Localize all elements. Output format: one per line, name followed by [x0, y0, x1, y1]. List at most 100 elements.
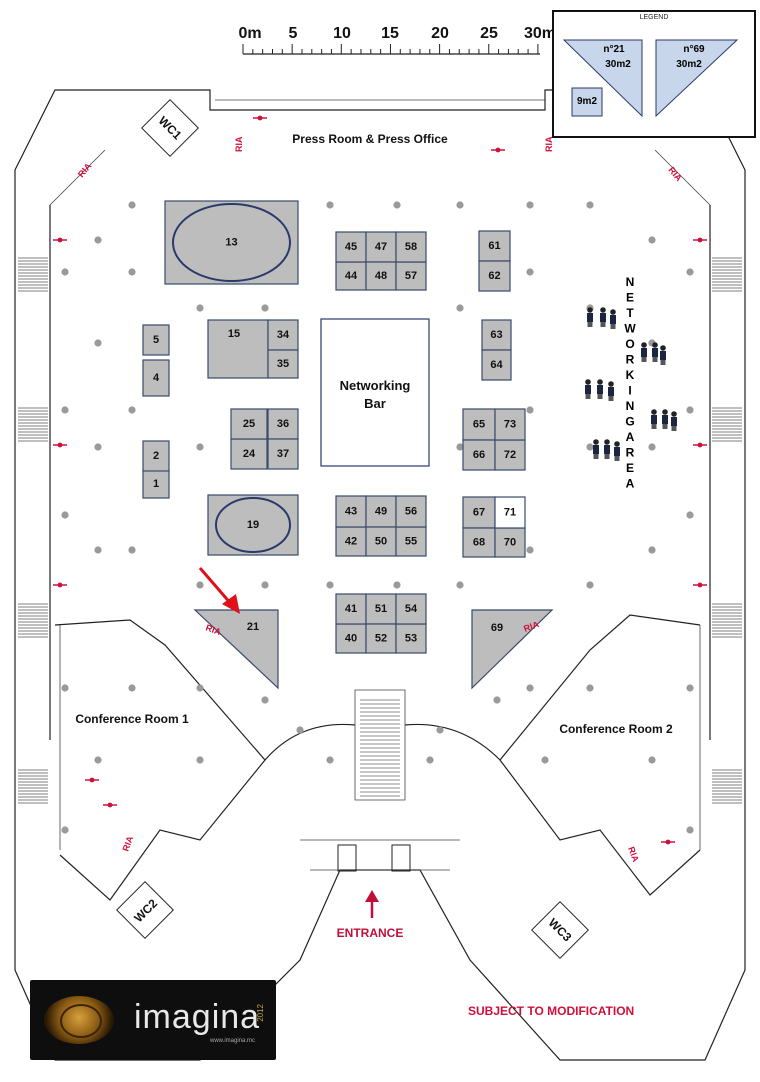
networking-area-letter: E: [626, 461, 634, 475]
booth-63: 63: [481, 319, 512, 351]
networking-area-letter: A: [626, 430, 635, 444]
networking-area-letter: N: [626, 399, 635, 413]
booth-21-label: 21: [247, 621, 259, 633]
networking-area-letter: K: [626, 368, 635, 382]
booth-71: 71: [494, 496, 526, 529]
booth-5: 5: [142, 324, 170, 356]
booth-45: 45: [335, 231, 367, 263]
logo-url: www.imagina.mc: [210, 1038, 256, 1044]
booth-45-label: 45: [345, 241, 357, 253]
ria-label: RIA: [666, 165, 684, 184]
booth-54: 54: [395, 593, 427, 625]
logo-year: 2012: [256, 1004, 265, 1022]
booth-52-label: 52: [375, 632, 387, 644]
booth-40-label: 40: [345, 632, 357, 644]
booth-70-label: 70: [504, 536, 516, 548]
booth-42-label: 42: [345, 535, 357, 547]
booth-52: 52: [365, 623, 397, 654]
booth-50-label: 50: [375, 535, 387, 547]
legend-9m2-label: 9m2: [577, 96, 597, 107]
booth-19-label: 19: [247, 519, 259, 531]
booth-57-label: 57: [405, 270, 417, 282]
restroom-wc1: WC1: [141, 99, 199, 157]
networking-bar: Networking Bar: [320, 318, 430, 467]
booth-13-label: 13: [225, 236, 237, 248]
legend-n69-area: 30m2: [676, 59, 702, 70]
scale-tick-30: 30m: [524, 25, 556, 42]
building-outline: [14, 89, 746, 1061]
booth-48-label: 48: [375, 270, 387, 282]
booth-47-label: 47: [375, 241, 387, 253]
networking-area-letter: R: [626, 353, 635, 367]
networking-bar-line2: Bar: [364, 396, 386, 411]
legend-shapes: n°21 30m2 n°69 30m2 9m2: [562, 39, 739, 118]
booth-68-label: 68: [473, 536, 485, 548]
booth-70: 70: [494, 527, 526, 558]
booth-24: 24: [230, 438, 268, 470]
press-room-label: Press Room & Press Office: [292, 132, 448, 146]
booth-4-label: 4: [153, 372, 160, 384]
logo-ring-icon: [60, 1004, 102, 1038]
legend-n69-label: n°69: [683, 44, 705, 55]
booth-65-label: 65: [473, 418, 485, 430]
booth-43-label: 43: [345, 505, 357, 517]
svg-text:WC3: WC3: [546, 916, 575, 945]
booth-49-label: 49: [375, 505, 387, 517]
booth-67: 67: [462, 496, 496, 529]
booth-40: 40: [335, 623, 367, 654]
ria-label: RIA: [544, 136, 554, 152]
legend: LEGEND n°21 30m2 n°69 30m2 9m2: [552, 10, 756, 138]
booth-2: 2: [142, 440, 170, 472]
booth-69: 69: [471, 609, 554, 690]
booth-37: 37: [267, 438, 299, 470]
booth-41-label: 41: [345, 603, 357, 615]
booth-44: 44: [335, 261, 367, 291]
conference-room-2-label: Conference Room 2: [559, 722, 673, 736]
booth-68: 68: [462, 527, 496, 558]
booth-13: 13: [164, 200, 299, 285]
booth-55-label: 55: [405, 535, 417, 547]
booth-69-label: 69: [491, 622, 503, 634]
booth-35: 35: [267, 349, 299, 379]
legend-n21-label: n°21: [603, 44, 625, 55]
booth-53: 53: [395, 623, 427, 654]
networking-bar-line1: Networking: [340, 378, 411, 393]
booth-66: 66: [462, 439, 496, 471]
booth-51: 51: [365, 593, 397, 625]
scale-tick-20: 20: [431, 25, 449, 42]
booth-44-label: 44: [345, 270, 358, 282]
booth-19: 19: [207, 494, 299, 556]
legend-n21-area: 30m2: [605, 59, 631, 70]
booth-25-label: 25: [243, 418, 255, 430]
booth-72-label: 72: [504, 449, 516, 461]
booth-73: 73: [494, 408, 526, 441]
booth-64-label: 64: [490, 359, 503, 371]
booth-42: 42: [335, 526, 367, 557]
booth-55: 55: [395, 526, 427, 557]
booth-25: 25: [230, 408, 268, 440]
booth-1: 1: [142, 469, 170, 499]
booth-35-label: 35: [277, 358, 289, 370]
booth-71-label: 71: [504, 506, 516, 518]
booth-58: 58: [395, 231, 427, 263]
booth-51-label: 51: [375, 603, 387, 615]
booth-63-label: 63: [490, 329, 502, 341]
booth-50: 50: [365, 526, 397, 557]
ria-label: RIA: [234, 136, 244, 152]
booth-62-label: 62: [488, 270, 500, 282]
scale-tick-0: 0m: [238, 25, 261, 42]
booth-62: 62: [478, 260, 511, 292]
networking-area-letter: G: [625, 415, 634, 429]
svg-text:WC2: WC2: [131, 896, 160, 925]
networking-area-letter: N: [626, 275, 635, 289]
booth-41: 41: [335, 593, 367, 625]
booth-56-label: 56: [405, 505, 417, 517]
booth-24-label: 24: [243, 448, 256, 460]
booth-4: 4: [142, 359, 170, 397]
booth-36-label: 36: [277, 418, 289, 430]
booth-73-label: 73: [504, 418, 516, 430]
booth-15-label: 15: [228, 328, 240, 340]
networking-area-letter: T: [626, 306, 634, 320]
